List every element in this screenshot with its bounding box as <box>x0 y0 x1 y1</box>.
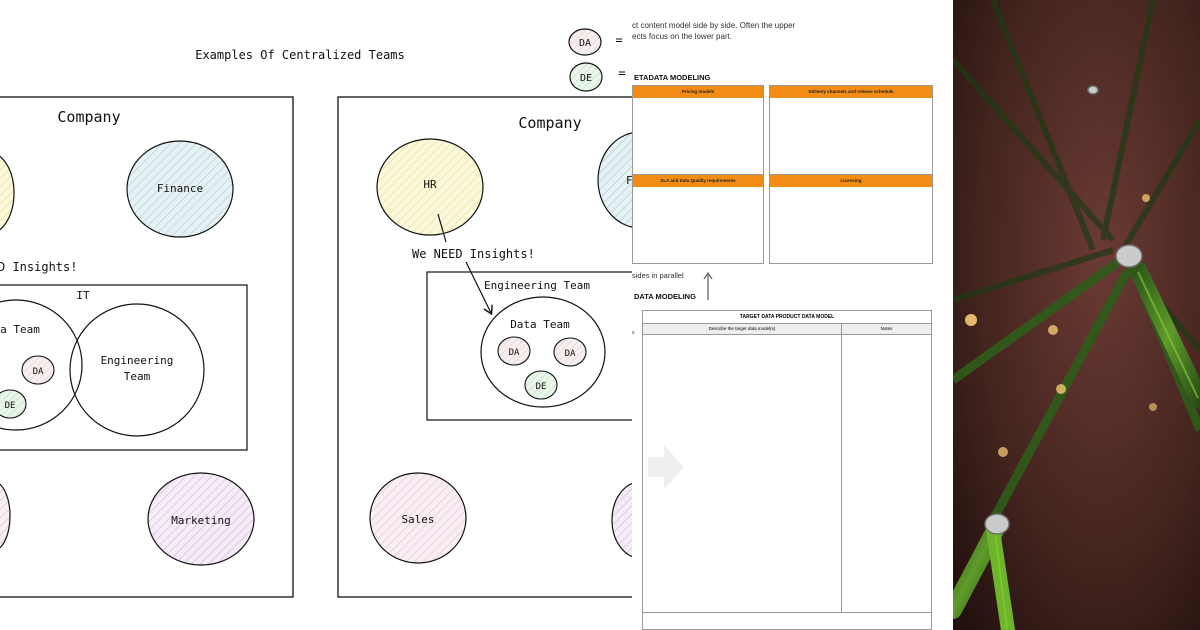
finance-label: Finance <box>157 182 203 195</box>
right-insights-label: We NEED Insights! <box>412 247 535 261</box>
legend-de-label: DE <box>580 73 592 84</box>
green-cables-photo <box>953 0 1200 630</box>
marketing-label: Marketing <box>171 514 231 527</box>
legend-de-circle <box>569 62 603 92</box>
left-insights-label: D Insights! <box>0 260 77 274</box>
sla-quality-box: SLA and Data Quality requirements <box>632 174 764 264</box>
centralized-teams-diagram: Examples Of Centralized Teams DA = DE = … <box>0 28 632 598</box>
intro-line-2: ects focus on the lower part. <box>632 32 733 41</box>
target-data-model-title: TARGET DATA PRODUCT DATA MODEL <box>643 311 931 324</box>
left-company-title: Company <box>57 108 120 126</box>
sla-quality-header: SLA and Data Quality requirements <box>633 175 763 187</box>
right-company-box <box>337 96 632 598</box>
metadata-section-title: ETADATA MODELING <box>634 73 711 82</box>
delivery-channels-box: Delivery channels and release schedule <box>769 85 933 175</box>
data-product-canvas-document: ct content model side by side. Often the… <box>632 0 953 630</box>
table-left-edge-char: x <box>632 330 635 336</box>
target-data-model-table: TARGET DATA PRODUCT DATA MODEL Describe … <box>642 310 932 630</box>
left-engineering-label-1: Engineering <box>101 354 174 367</box>
finance-circle <box>126 140 234 238</box>
parallel-note: sides in parallel <box>632 271 684 280</box>
legend-da-label: DA <box>579 38 591 49</box>
right-da-label-2: DA <box>565 349 576 359</box>
it-box <box>0 284 248 451</box>
hr-label: HR <box>423 178 437 191</box>
right-engineering-team-box <box>426 271 632 421</box>
right-data-team-circle <box>480 296 606 408</box>
pricing-models-box: Pricing models <box>632 85 764 175</box>
right-arrow-icon <box>648 445 684 489</box>
right-partial-circle-label: F <box>626 174 632 187</box>
right-da-circle-1 <box>497 336 531 366</box>
right-engineering-team-label: Engineering Team <box>484 279 590 292</box>
insights-arrow <box>465 261 491 313</box>
hr-arrow-top <box>437 213 447 243</box>
left-company-box <box>0 96 294 598</box>
hr-circle <box>376 138 484 236</box>
right-partial-purple-circle <box>611 482 632 558</box>
left-engineering-label-2: Team <box>124 370 151 383</box>
delivery-channels-header: Delivery channels and release schedule <box>770 86 932 98</box>
column-divider <box>841 335 842 613</box>
marketing-circle <box>147 472 255 566</box>
left-de-label: DE <box>5 401 16 411</box>
legend-da-equals: = <box>615 33 622 47</box>
data-modeling-section-title: DATA MODELING <box>634 292 696 301</box>
right-de-label: DE <box>536 382 547 392</box>
legend-da-circle <box>568 28 602 56</box>
left-partial-yellow-circle <box>0 155 15 231</box>
pricing-models-header: Pricing models <box>633 86 763 98</box>
up-arrow-icon <box>703 271 713 300</box>
sales-label: Sales <box>401 513 434 526</box>
cables-photo-render <box>953 0 1200 630</box>
diagram-title: Examples Of Centralized Teams <box>195 48 405 62</box>
right-da-circle-2 <box>553 337 587 367</box>
diagram-canvas: Examples Of Centralized Teams DA = DE = … <box>0 28 632 598</box>
table-bottom-line <box>643 612 931 613</box>
right-da-label-1: DA <box>509 348 520 358</box>
left-da-label: DA <box>33 367 44 377</box>
left-data-team-circle <box>0 299 83 431</box>
right-company-title: Company <box>518 114 581 132</box>
right-data-team-label: Data Team <box>510 318 570 331</box>
right-partial-blue-circle <box>597 132 632 228</box>
licensing-header: Licensing <box>770 175 932 187</box>
left-engineering-team-circle <box>69 303 205 437</box>
sales-circle <box>369 472 467 564</box>
intro-line-1: ct content model side by side. Often the… <box>632 21 796 30</box>
right-de-circle <box>524 370 558 400</box>
licensing-box: Licensing <box>769 174 933 264</box>
it-label: IT <box>76 289 90 302</box>
left-partial-pink-circle <box>0 483 11 549</box>
left-da-circle <box>21 355 55 385</box>
legend-de-equals: = <box>618 66 625 80</box>
left-data-team-label: a Team <box>0 323 40 336</box>
describe-column-header: Describe the target data model(s) <box>643 324 842 335</box>
notes-column-header: Notes <box>842 324 931 335</box>
left-de-circle <box>0 389 27 419</box>
